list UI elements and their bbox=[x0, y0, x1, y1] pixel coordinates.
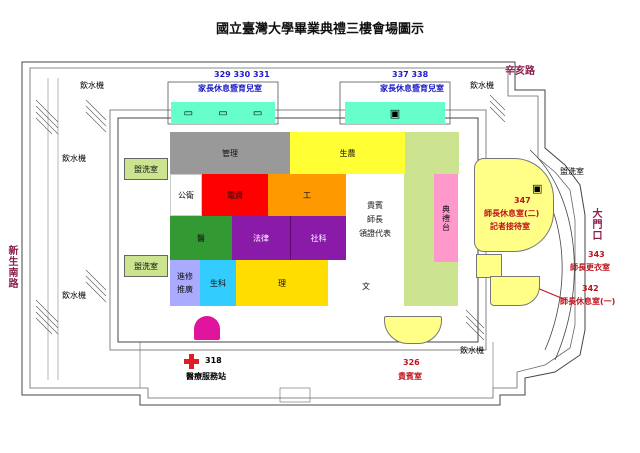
room-343-number: 343 bbox=[588, 250, 605, 259]
zone-science: 理 bbox=[236, 260, 328, 306]
room-342-number: 342 bbox=[582, 284, 599, 293]
room-329-area: ▭ ▭ ▭ bbox=[171, 102, 275, 124]
zone-social-sci: 社科 bbox=[290, 216, 346, 260]
room-329-label: 家長休息暨育兒室 bbox=[198, 84, 262, 93]
zone-advanced: 進修 推廣 bbox=[170, 260, 200, 306]
room-342-area bbox=[490, 276, 540, 306]
room-347-label1: 師長休息室(二) bbox=[484, 209, 540, 218]
room-326-label: 貴賓室 bbox=[398, 372, 422, 381]
zone-life-sci: 生科 bbox=[200, 260, 236, 306]
zone-bio-agri: 生農 bbox=[290, 132, 405, 174]
water-fountain-label-nw: 飲水機 bbox=[80, 81, 104, 90]
room-329-number: 329 330 331 bbox=[214, 70, 270, 79]
room-342-label: 師長休息室(一) bbox=[560, 297, 616, 306]
room-337-label: 家長休息暨育兒室 bbox=[380, 84, 444, 93]
zone-light-green-e bbox=[404, 174, 434, 306]
restroom-w2: 盥洗室 bbox=[124, 255, 168, 277]
room-347-number: 347 bbox=[514, 196, 531, 205]
road-north-label: 辛亥路 bbox=[505, 66, 535, 77]
page-title: 國立臺灣大學畢業典禮三樓會場圖示 bbox=[215, 22, 424, 37]
zone-liberal-arts: 文 bbox=[328, 266, 404, 306]
zone-law: 法律 bbox=[232, 216, 290, 260]
room-337-area: ▣ bbox=[345, 102, 445, 124]
tv-icon: ▣ bbox=[532, 182, 543, 195]
zone-light-green-ne bbox=[405, 132, 459, 174]
zone-eecs: 電資 bbox=[202, 174, 268, 216]
room-343-area bbox=[476, 254, 502, 278]
room-337-number: 337 338 bbox=[392, 70, 429, 79]
water-fountain-label-w2: 飲水機 bbox=[62, 291, 86, 300]
water-fountain-label-ne: 飲水機 bbox=[470, 81, 494, 90]
restroom-w1: 盥洗室 bbox=[124, 158, 168, 180]
zone-management: 管理 bbox=[170, 132, 290, 174]
room-347-label2: 記者接待室 bbox=[490, 222, 530, 231]
room-347-area bbox=[474, 158, 554, 252]
medical-station-area bbox=[194, 316, 220, 340]
room-318-number: 318 bbox=[205, 356, 222, 365]
road-west-label: 新生南路 bbox=[6, 245, 17, 289]
zone-stage: 典禮台 bbox=[434, 174, 458, 262]
room-343-label: 師長更衣室 bbox=[570, 263, 610, 272]
bed-icon: ▭ bbox=[183, 107, 194, 119]
zone-engineering: 工 bbox=[268, 174, 346, 216]
room-318-label: 醫療服務站 bbox=[186, 372, 226, 381]
red-cross-icon bbox=[184, 354, 199, 369]
tv-icon: ▣ bbox=[389, 106, 401, 120]
restroom-e-label: 盥洗室 bbox=[560, 167, 584, 176]
zone-medicine: 醫 bbox=[170, 216, 232, 260]
zone-public-health: 公衛 bbox=[170, 174, 202, 216]
water-fountain-label-w1: 飲水機 bbox=[62, 154, 86, 163]
bed-icon: ▭ bbox=[252, 107, 263, 119]
water-fountain-label-s: 飲水機 bbox=[460, 346, 484, 355]
room-326-number: 326 bbox=[403, 358, 420, 367]
bed-icon: ▭ bbox=[218, 107, 228, 119]
zone-light-green-se bbox=[434, 262, 458, 306]
road-east-gate-label: 大門口 bbox=[590, 208, 601, 241]
zone-vip: 貴賓 師長 領證代表 bbox=[346, 174, 404, 266]
